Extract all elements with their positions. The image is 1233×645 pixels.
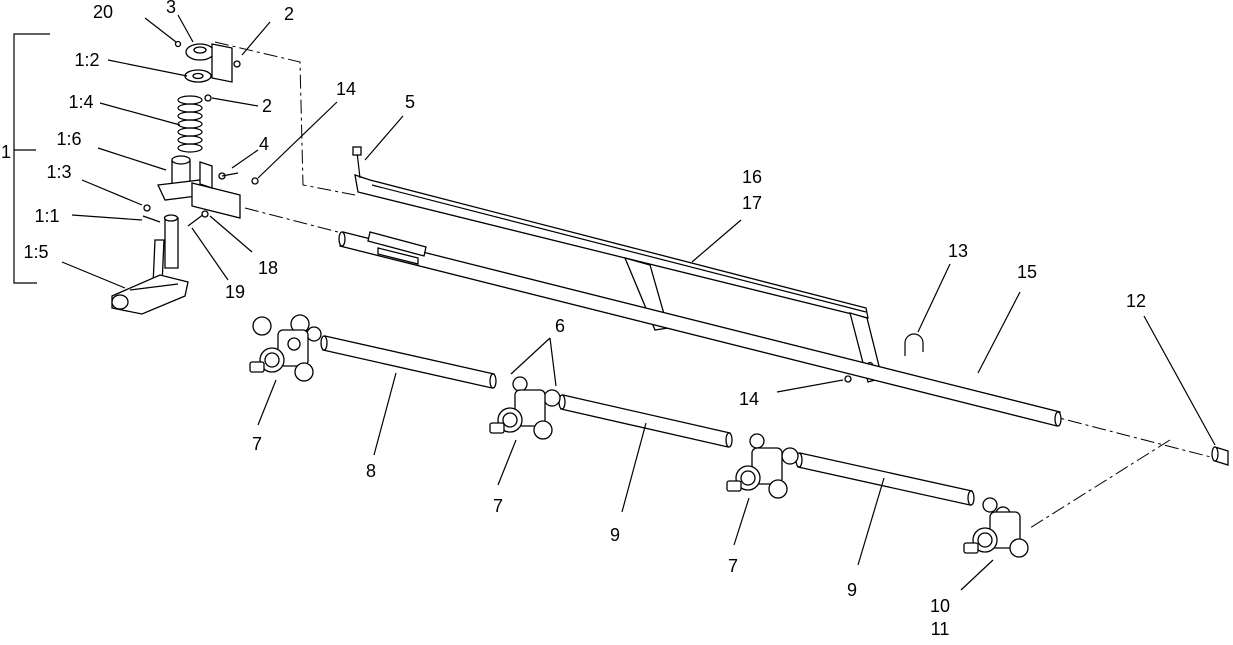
- callout-16: 16: [742, 167, 762, 187]
- callout-1-6: 1:6: [56, 129, 81, 149]
- callout-18: 18: [258, 258, 278, 278]
- callout-12: 12: [1126, 291, 1146, 311]
- leader-lines: [13, 14, 1216, 591]
- callout-1-2: 1:2: [74, 50, 99, 70]
- callout-8: 8: [366, 461, 376, 481]
- callout-11: 11: [931, 619, 950, 639]
- callout-1-5: 1:5: [23, 242, 48, 262]
- callout-7-third: 7: [728, 556, 738, 576]
- callout-9-second: 9: [847, 580, 857, 600]
- callout-13: 13: [948, 241, 968, 261]
- callout-7-first: 7: [252, 434, 262, 454]
- callout-2-lower: 2: [262, 96, 272, 116]
- callout-1-1: 1:1: [34, 206, 59, 226]
- lower-boom: [338, 231, 1229, 466]
- pivot-assembly: [111, 40, 259, 315]
- assembly-centerlines: [214, 41, 1231, 529]
- callout-6: 6: [555, 316, 565, 336]
- nozzle-assembly-2: [489, 376, 561, 440]
- nozzle-assembly-4: [963, 497, 1029, 558]
- callout-1: 1: [1, 142, 11, 162]
- callout-20: 20: [93, 2, 113, 22]
- callout-5: 5: [405, 92, 415, 112]
- callout-19: 19: [225, 282, 245, 302]
- callout-9-first: 9: [610, 525, 620, 545]
- callout-1-4: 1:4: [68, 92, 93, 112]
- callout-15: 15: [1017, 262, 1037, 282]
- callout-2-top: 2: [284, 4, 294, 24]
- callout-4: 4: [259, 134, 269, 154]
- nozzle-assembly-3: [726, 433, 799, 499]
- callout-labels: 20 3 2 1:2 2 1:4 14 5 1 1:6 4 1:3 1:1 1:…: [1, 0, 1146, 639]
- callout-17: 17: [742, 193, 762, 213]
- callout-1-3: 1:3: [46, 162, 71, 182]
- callout-7-second: 7: [493, 496, 503, 516]
- callout-14-lower: 14: [739, 389, 759, 409]
- spray-pipes: [320, 335, 975, 506]
- callout-3: 3: [166, 0, 176, 17]
- callout-14-top: 14: [336, 79, 356, 99]
- callout-10: 10: [930, 596, 950, 616]
- nozzle-assembly-1: [249, 314, 322, 382]
